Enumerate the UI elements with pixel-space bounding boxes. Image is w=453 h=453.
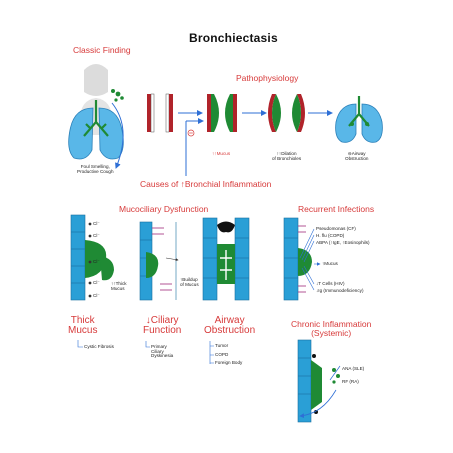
inflamed-airway: [207, 94, 237, 132]
cl-label-5: Cl⁻: [93, 293, 100, 298]
chronic-panel: [297, 339, 341, 423]
dilated-airway: [268, 94, 305, 132]
cilia-to-buildup-arrow: [165, 257, 179, 262]
thick-mucus-item: Cystic Fibrosis: [84, 344, 114, 349]
buildup-label: ↑Buildup of Mucus: [180, 277, 199, 287]
classic-finding-heading: Classic Finding: [73, 45, 131, 55]
recurrent-panel: [283, 217, 321, 301]
airway-heading: Airway Obstruction: [204, 315, 256, 336]
sub-cause-brackets: [77, 340, 214, 364]
ciliary-heading: ↓Ciliary Function: [143, 315, 182, 336]
obstruction-panel: [202, 217, 250, 301]
airway-item: Tumor: [215, 343, 229, 348]
page-title: Bronchiectasis: [189, 31, 278, 45]
recurrent-item: H. flu (COPD): [316, 233, 345, 238]
patho-mucus-label: ↑↑Mucus: [212, 151, 231, 156]
chronic-item: ANA (SLE): [342, 366, 365, 371]
cough-droplets-icon: [111, 89, 124, 102]
thick-mucus-small-label: ↑↑Thick Mucus: [111, 281, 127, 291]
obstructed-lungs-icon: [335, 96, 383, 143]
recurrent-item: ABPA (↑IgE, ↑Eosinophils): [316, 240, 370, 245]
ciliary-item: Primary Ciliary Dyskinesia: [151, 344, 174, 359]
airway-item: Foreign Body: [215, 360, 243, 365]
ciliary-panel: [139, 221, 177, 301]
thick-mucus-heading: Thick Mucus: [68, 315, 98, 336]
cl-label-2: Cl⁻: [93, 233, 100, 238]
lungs-icon: [68, 100, 124, 160]
airway-item: COPD: [215, 352, 229, 357]
cl-label-1: Cl⁻: [93, 221, 100, 226]
thick-mucus-panel: [70, 214, 114, 301]
cl-label-4: Cl⁻: [93, 280, 100, 285]
causes-heading: Causes of ↑Bronchial Inflammation: [140, 179, 272, 189]
patho-obstruction-label: ⊖Airway Obstruction: [345, 151, 369, 161]
cl-label-3: Cl⁻: [93, 259, 100, 264]
cough-label: Foul Smelling, Productive Cough: [77, 164, 114, 174]
patho-dilation-label: ↑↑Dilation of Bronchioles: [272, 151, 302, 161]
obstruction-mass-icon: [217, 221, 235, 233]
pathophysiology-heading: Pathophysiology: [236, 73, 299, 83]
recurrent-item: Pseudomonas (CF): [316, 226, 356, 231]
recurrent-heading: Recurrent Infections: [298, 204, 375, 214]
recurrent-item: ↑Mucus: [322, 261, 338, 266]
chronic-item: RF (RA): [342, 379, 359, 384]
recurrent-item: ↓Ig (Immunodeficiency): [316, 288, 364, 293]
chronic-heading: Chronic Inflammation (Systemic): [291, 319, 372, 338]
mucociliary-heading: Mucociliary Dysfunction: [119, 204, 209, 214]
normal-airway: [147, 93, 173, 133]
recurrent-item: ↓T Cells (HIV): [316, 281, 345, 286]
cough-arrow: [111, 102, 124, 169]
causes-connector: [185, 118, 204, 176]
